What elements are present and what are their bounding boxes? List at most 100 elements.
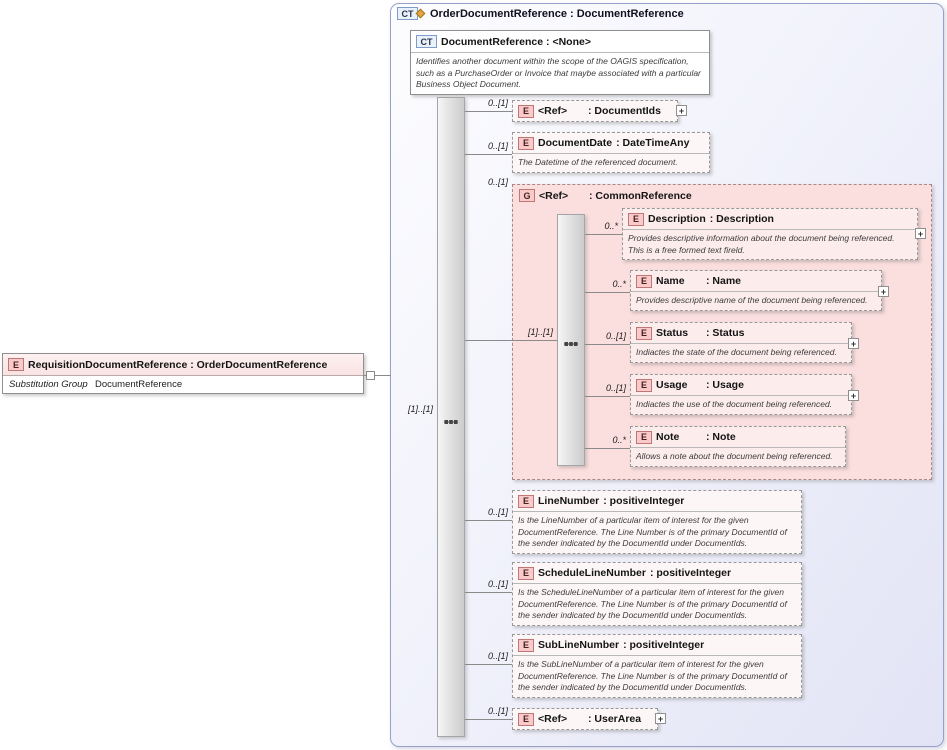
complex-type-title: OrderDocumentReference : DocumentReferen… <box>430 7 684 20</box>
element-header: E LineNumber : positiveInteger <box>513 491 801 511</box>
complex-type-icon: CT <box>397 7 426 20</box>
group-header: G <Ref> : CommonReference <box>513 185 931 206</box>
element-box-note[interactable]: E Note : Note Allows a note about the do… <box>630 426 846 467</box>
element-box-requisitiondocumentreference[interactable]: E RequisitionDocumentReference : OrderDo… <box>2 353 364 394</box>
cardinality-label: 0..[1] <box>487 177 508 187</box>
element-type: : UserArea <box>588 713 642 725</box>
element-icon: E <box>8 358 24 371</box>
element-box-ref-documentids[interactable]: E <Ref> : DocumentIds <box>512 100 678 122</box>
base-type-title: DocumentReference : <None> <box>441 35 591 48</box>
cardinality-label: 0..[1] <box>487 507 508 517</box>
base-type-header: CT DocumentReference : <None> <box>411 31 709 52</box>
cardinality-label: 0..[1] <box>487 579 508 589</box>
element-name: <Ref> <box>538 713 568 725</box>
element-box-documentdate[interactable]: E DocumentDate : DateTimeAny The Datetim… <box>512 132 710 173</box>
element-icon: E <box>636 326 652 340</box>
group-icon: G <box>519 189 535 202</box>
sequence-compositor-bar <box>437 97 465 737</box>
element-annotation: Is the LineNumber of a particular item o… <box>513 511 801 553</box>
element-box-usage[interactable]: E Usage : Usage Indiactes the use of the… <box>630 374 852 415</box>
expand-button[interactable]: + <box>878 286 889 297</box>
element-icon: E <box>636 274 652 288</box>
element-box-sublinenumber[interactable]: E SubLineNumber : positiveInteger Is the… <box>512 634 802 698</box>
element-name: Description <box>648 213 706 225</box>
element-annotation: Is the SubLineNumber of a particular ite… <box>513 655 801 697</box>
substitution-group-row: Substitution Group DocumentReference <box>3 375 363 393</box>
element-header: E RequisitionDocumentReference : OrderDo… <box>3 354 363 375</box>
expand-button[interactable]: + <box>676 105 687 116</box>
cardinality-label: 0..[1] <box>605 331 626 341</box>
cardinality-label: 0..* <box>612 279 626 289</box>
element-icon: E <box>628 212 644 226</box>
cardinality-label: 0..* <box>604 221 618 231</box>
base-type-box[interactable]: CT DocumentReference : <None> Identifies… <box>410 30 710 95</box>
element-annotation: Provides descriptive information about t… <box>623 229 917 259</box>
element-header: E ScheduleLineNumber : positiveInteger <box>513 563 801 583</box>
ct-badge-icon: CT <box>416 35 437 48</box>
base-type-annotation: Identifies another document within the s… <box>411 52 709 94</box>
element-annotation: Indiactes the use of the document being … <box>631 395 851 414</box>
element-icon: E <box>518 712 534 726</box>
element-icon: E <box>636 378 652 392</box>
element-name: ScheduleLineNumber <box>538 567 646 579</box>
expand-button[interactable]: + <box>848 338 859 349</box>
element-header: E Usage : Usage <box>631 375 851 395</box>
element-icon: E <box>518 104 534 118</box>
complex-type-title-row: CT OrderDocumentReference : DocumentRefe… <box>397 7 684 20</box>
sequence-icon <box>443 414 459 432</box>
element-header: E <Ref> : UserArea <box>513 709 657 729</box>
element-header: E Note : Note <box>631 427 845 447</box>
element-name: Note <box>656 431 680 443</box>
substitution-group-label: Substitution Group <box>9 379 88 390</box>
element-type: : DateTimeAny <box>616 137 690 149</box>
element-icon: E <box>518 136 534 150</box>
cardinality-label: 0..* <box>612 435 626 445</box>
element-header: E DocumentDate : DateTimeAny <box>513 133 709 153</box>
group-type: : CommonReference <box>589 189 692 202</box>
element-box-schedulelinenumber[interactable]: E ScheduleLineNumber : positiveInteger I… <box>512 562 802 626</box>
element-header: E <Ref> : DocumentIds <box>513 101 677 121</box>
element-header: E Status : Status <box>631 323 851 343</box>
element-name: DocumentDate <box>538 137 613 149</box>
element-title: RequisitionDocumentReference : OrderDocu… <box>28 358 328 371</box>
group-sequence-compositor-bar <box>557 214 585 466</box>
cardinality-label: 0..[1] <box>487 98 508 108</box>
element-name: <Ref> <box>538 105 568 117</box>
expand-button[interactable]: + <box>655 713 666 724</box>
element-annotation: Provides descriptive name of the documen… <box>631 291 881 310</box>
element-type: : DocumentIds <box>588 105 661 117</box>
cardinality-label: 0..[1] <box>487 651 508 661</box>
element-icon: E <box>636 430 652 444</box>
cardinality-label: 0..[1] <box>487 141 508 151</box>
cardinality-label: 0..[1] <box>605 383 626 393</box>
element-box-description[interactable]: E Description : Description Provides des… <box>622 208 918 260</box>
element-name: Usage <box>656 379 688 391</box>
sequence-icon <box>563 336 579 354</box>
element-annotation: The Datetime of the referenced document. <box>513 153 709 172</box>
element-type: : Description <box>709 213 774 225</box>
element-box-ref-userarea[interactable]: E <Ref> : UserArea <box>512 708 658 730</box>
element-icon: E <box>518 494 534 508</box>
element-annotation: Is the ScheduleLineNumber of a particula… <box>513 583 801 625</box>
element-annotation: Indiactes the state of the document bein… <box>631 343 851 362</box>
element-annotation: Allows a note about the document being r… <box>631 447 845 466</box>
element-box-status[interactable]: E Status : Status Indiactes the state of… <box>630 322 852 363</box>
element-name: Status <box>656 327 689 339</box>
element-type: : Status <box>706 327 745 339</box>
element-box-linenumber[interactable]: E LineNumber : positiveInteger Is the Li… <box>512 490 802 554</box>
sequence-cardinality-label: [1]..[1] <box>407 404 433 414</box>
group-name: <Ref> <box>539 189 569 202</box>
reference-handle-square <box>366 371 375 380</box>
element-icon: E <box>518 566 534 580</box>
element-type: : positiveInteger <box>623 639 705 651</box>
cardinality-label: 0..[1] <box>487 706 508 716</box>
group-sequence-cardinality-label: [1]..[1] <box>527 327 553 337</box>
expand-button[interactable]: + <box>848 390 859 401</box>
element-box-name[interactable]: E Name : Name Provides descriptive name … <box>630 270 882 311</box>
element-type: : Note <box>706 431 736 443</box>
expand-button[interactable]: + <box>915 228 926 239</box>
element-icon: E <box>518 638 534 652</box>
element-type: : Usage <box>706 379 744 391</box>
element-type: : Name <box>706 275 742 287</box>
